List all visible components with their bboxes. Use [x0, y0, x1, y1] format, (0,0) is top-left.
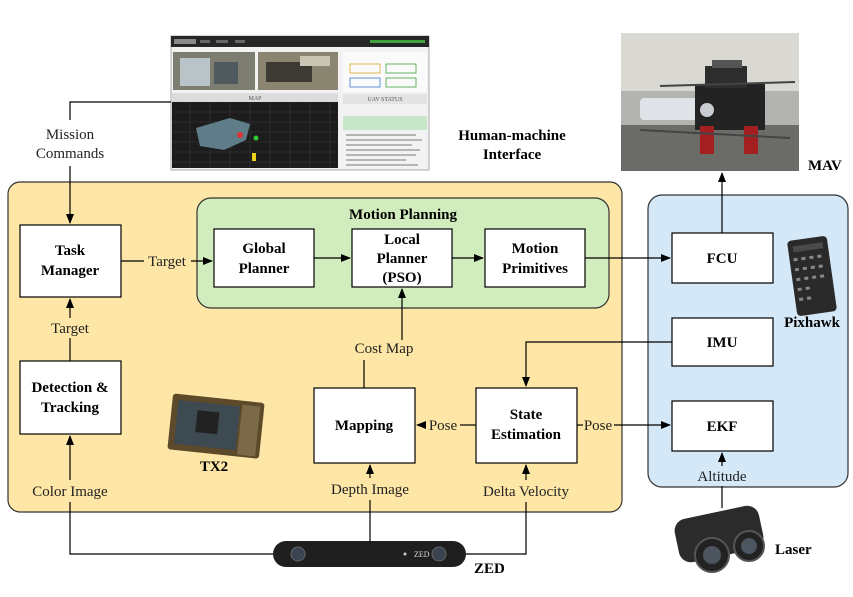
ekf-block: EKF: [671, 400, 774, 452]
label-altitude: Altitude: [697, 469, 747, 485]
task-manager-line2: Manager: [41, 263, 100, 279]
laser-sensor-icon: [674, 505, 765, 573]
hmi-label-line2: Interface: [483, 147, 542, 163]
tx2-label: TX2: [200, 459, 228, 475]
hmi-uav-status-title: UAV STATUS: [367, 97, 402, 103]
label-cost-map: Cost Map: [355, 341, 414, 357]
label-target-right: Target: [148, 254, 187, 270]
edge-imu-to-state: [522, 341, 672, 387]
label-mission-commands-1: Mission: [46, 127, 95, 143]
global-planner-line2: Planner: [239, 261, 290, 277]
label-target-up: Target: [51, 321, 90, 337]
label-mission-commands-2: Commands: [36, 146, 104, 162]
hmi-map-title: MAP: [248, 96, 262, 102]
detection-line1: Detection &: [31, 380, 108, 396]
detection-tracking-block: Detection & Tracking: [19, 360, 122, 435]
label-pose-right: Pose: [584, 418, 613, 434]
motion-primitives-block: Motion Primitives: [484, 228, 586, 288]
edge-mission-commands: [69, 101, 171, 120]
hmi-header-bar: [171, 36, 429, 47]
detection-line2: Tracking: [41, 400, 100, 416]
zed-logo: ZED: [414, 550, 430, 559]
mapping-block: Mapping: [313, 387, 416, 464]
task-manager-block: Task Manager: [19, 224, 122, 298]
local-planner-line1: Local: [384, 232, 420, 248]
local-planner-line3: (PSO): [382, 270, 421, 286]
hmi-screenshot: MAP UAV STATUS: [170, 35, 430, 171]
zed-label: ZED: [474, 561, 505, 577]
label-depth-image: Depth Image: [331, 482, 409, 498]
fcu-block: FCU: [671, 232, 774, 284]
state-estimation-line1: State: [510, 407, 543, 423]
label-delta-velocity: Delta Velocity: [483, 484, 569, 500]
pixhawk-label: Pixhawk: [784, 315, 841, 331]
ekf-label: EKF: [707, 419, 738, 435]
label-color-image: Color Image: [32, 484, 108, 500]
state-estimation-line2: Estimation: [491, 427, 562, 443]
edge-zed-to-detection: [69, 502, 273, 555]
zed-camera-icon: ZED: [273, 541, 466, 567]
label-pose-left: Pose: [429, 418, 458, 434]
global-planner-line1: Global: [242, 241, 285, 257]
imu-label: IMU: [707, 335, 738, 351]
laser-label: Laser: [775, 542, 812, 558]
motion-primitives-line2: Primitives: [502, 261, 568, 277]
local-planner-line2: Planner: [377, 251, 428, 267]
task-manager-line1: Task: [55, 243, 86, 259]
tx2-board-icon: [167, 393, 265, 459]
state-estimation-block: State Estimation: [475, 387, 578, 464]
hmi-label-line1: Human-machine: [458, 128, 566, 144]
edge-zed-to-state: [466, 502, 527, 555]
pixhawk-icon: [787, 236, 837, 316]
fcu-label: FCU: [707, 251, 738, 267]
motion-primitives-line1: Motion: [512, 241, 559, 257]
motion-planning-title: Motion Planning: [349, 207, 457, 223]
mapping-line1: Mapping: [335, 418, 394, 434]
mav-photo: [621, 33, 799, 171]
imu-block: IMU: [671, 317, 774, 367]
global-planner-block: Global Planner: [213, 228, 315, 288]
local-planner-block: Local Planner (PSO): [351, 228, 453, 288]
mav-label: MAV: [808, 158, 842, 174]
